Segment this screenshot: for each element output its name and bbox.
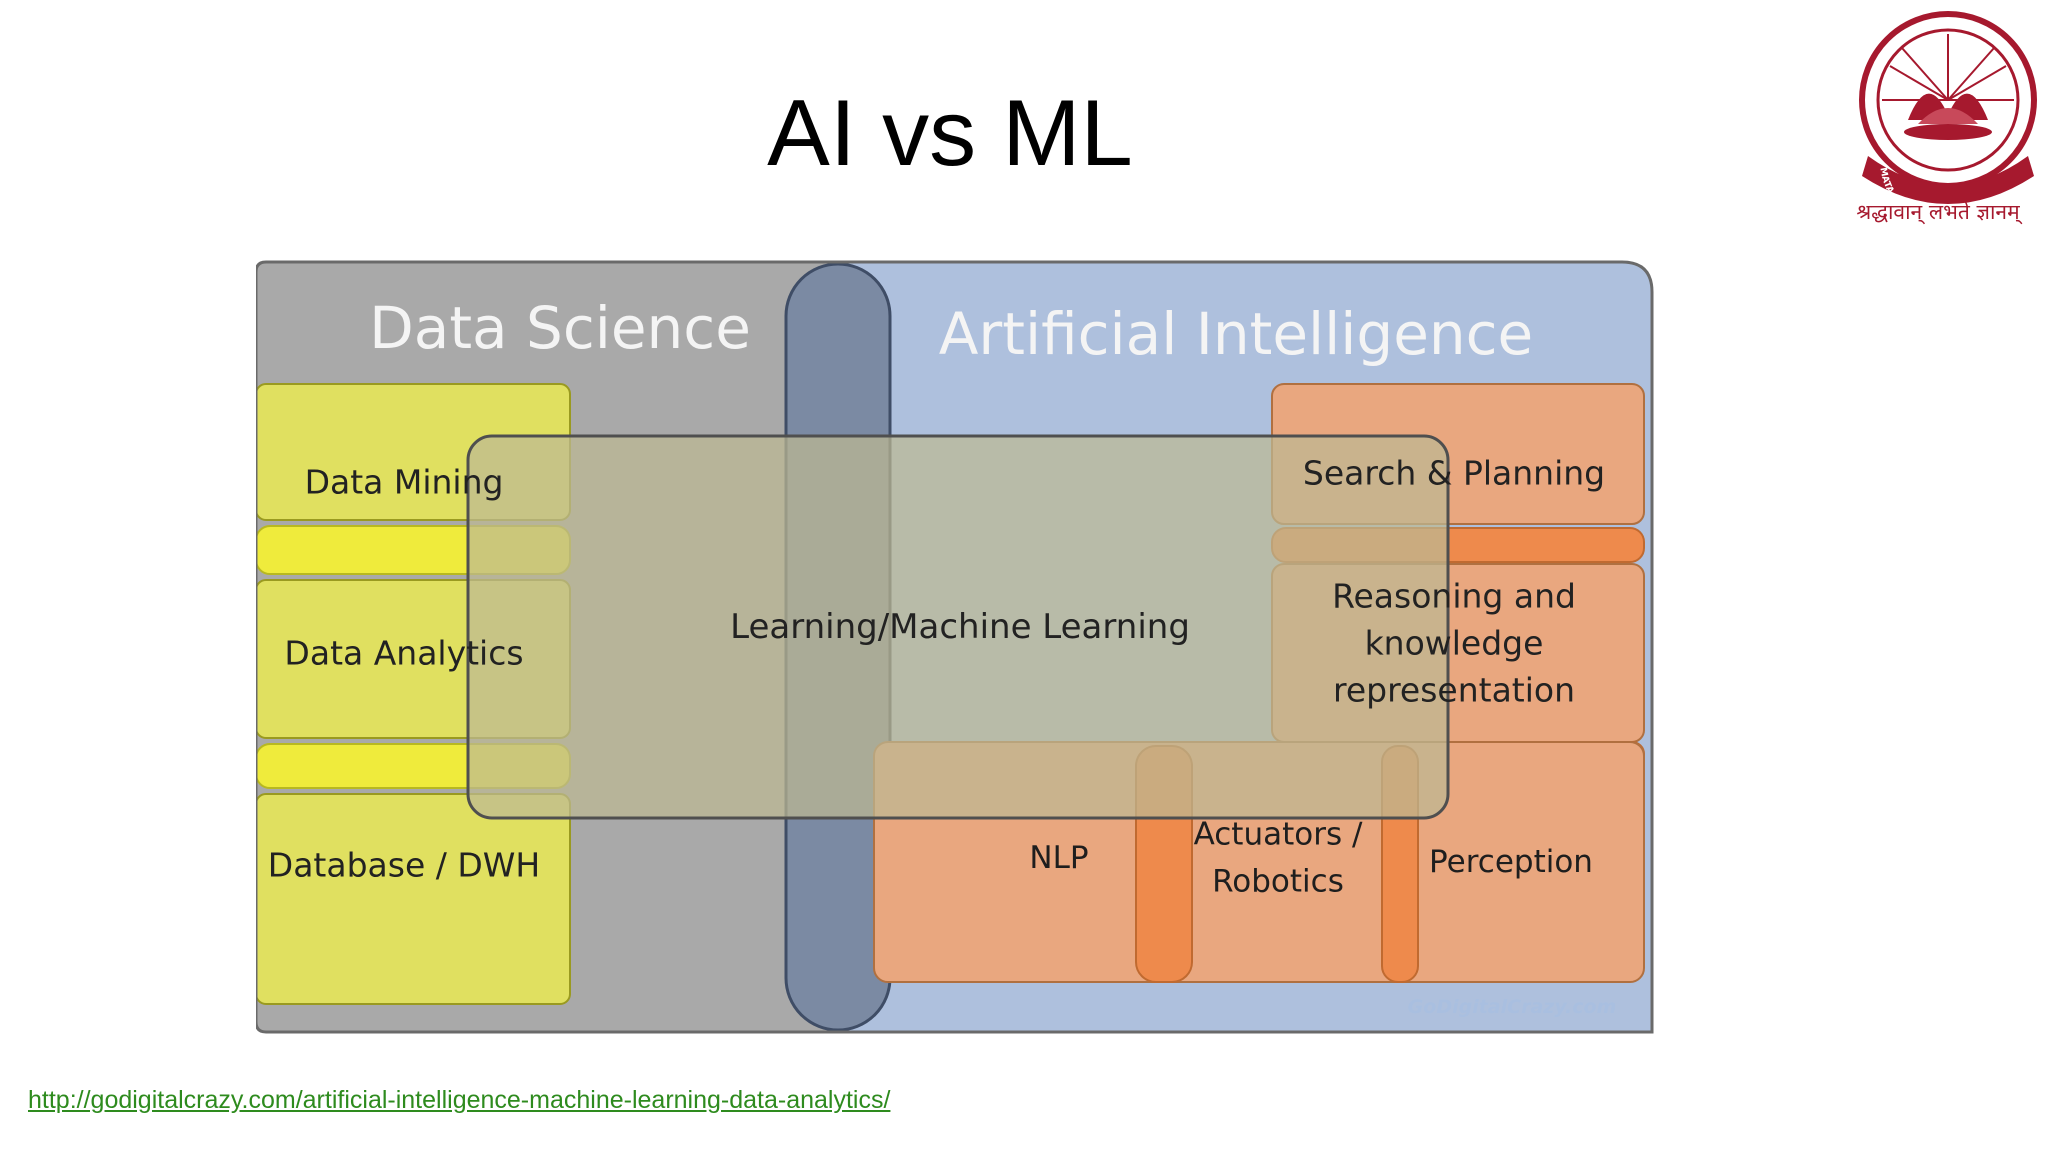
institution-seal-icon: MATA AMRITANANDAMAYI MATH <box>1859 11 2037 231</box>
source-link[interactable]: http://godigitalcrazy.com/artificial-int… <box>28 1086 891 1114</box>
data-science-label: Data Science <box>369 294 751 362</box>
ai-ml-venn-diagram: Data Science Artificial Intelligence Lea… <box>256 258 1654 1036</box>
machine-learning-box <box>466 434 1450 820</box>
database-box <box>256 793 571 1005</box>
perception-label: Perception <box>1429 843 1593 880</box>
database-label: Database / DWH <box>267 845 541 885</box>
nlp-label: NLP <box>1029 839 1089 876</box>
reasoning-label: Reasoning and knowledge representation <box>1332 576 1576 710</box>
data-mining-label: Data Mining <box>304 462 504 502</box>
data-analytics-label: Data Analytics <box>284 633 524 673</box>
artificial-intelligence-label: Artificial Intelligence <box>938 300 1534 368</box>
diagram-border <box>256 260 1654 1034</box>
search-planning-label: Search & Planning <box>1302 453 1606 493</box>
slide-title: AI vs ML <box>767 80 1133 185</box>
watermark: GoDigitalCrazy.com <box>1407 996 1617 1018</box>
logo-motto: श्रद्धावान् लभते ज्ञानम् <box>1856 200 2020 224</box>
institution-logo: MATA AMRITANANDAMAYI MATH श्रद्धावान् लभ… <box>1838 0 2038 240</box>
machine-learning-label: Learning/Machine Learning <box>730 606 1190 647</box>
diagram-shapes <box>256 260 1654 1034</box>
robotics-label: Actuators / Robotics <box>1193 816 1363 900</box>
